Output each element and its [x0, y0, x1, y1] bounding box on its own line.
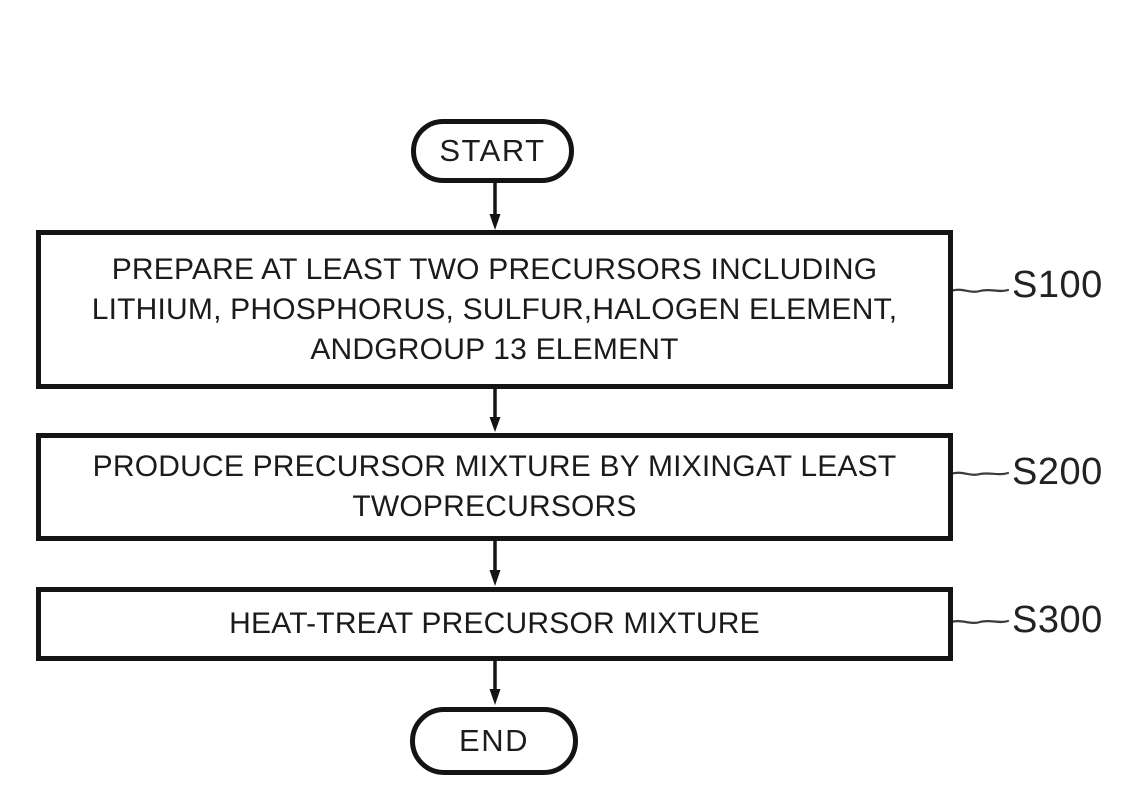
step-text-line: ANDGROUP 13 ELEMENT — [310, 332, 679, 366]
start-terminal-label: START — [439, 133, 546, 168]
step-text-line: HEAT-TREAT PRECURSOR MIXTURE — [229, 607, 760, 640]
ref-connector-line-s100 — [949, 288, 1010, 293]
step-box-s200: PRODUCE PRECURSOR MIXTURE BY MIXINGAT LE… — [36, 433, 953, 541]
step-text-line: PRODUCE PRECURSOR MIXTURE BY MIXINGAT LE… — [92, 450, 897, 483]
step-text-line: LITHIUM, PHOSPHORUS, SULFUR,HALOGEN ELEM… — [91, 292, 898, 326]
step-box-s100: PREPARE AT LEAST TWO PRECURSORS INCLUDIN… — [36, 230, 953, 389]
step-ref-label-s300: S300 — [1012, 599, 1103, 641]
arrow-down-icon — [489, 386, 501, 432]
ref-connector-line-s300 — [949, 619, 1010, 624]
end-terminal: END — [410, 707, 578, 775]
step-text-line: PREPARE AT LEAST TWO PRECURSORS INCLUDIN… — [111, 252, 878, 286]
step-ref-label-s200: S200 — [1012, 451, 1103, 493]
step-text-line: TWOPRECURSORS — [352, 490, 637, 523]
end-terminal-label: END — [459, 723, 529, 758]
arrow-down-icon — [489, 182, 501, 230]
ref-connector-line-s200 — [949, 471, 1010, 476]
arrow-down-icon — [489, 658, 501, 705]
step-ref-label-s100: S100 — [1012, 264, 1103, 306]
step-box-s300: HEAT-TREAT PRECURSOR MIXTURE — [36, 587, 953, 661]
start-terminal: START — [411, 119, 574, 183]
arrow-down-icon — [489, 538, 501, 586]
